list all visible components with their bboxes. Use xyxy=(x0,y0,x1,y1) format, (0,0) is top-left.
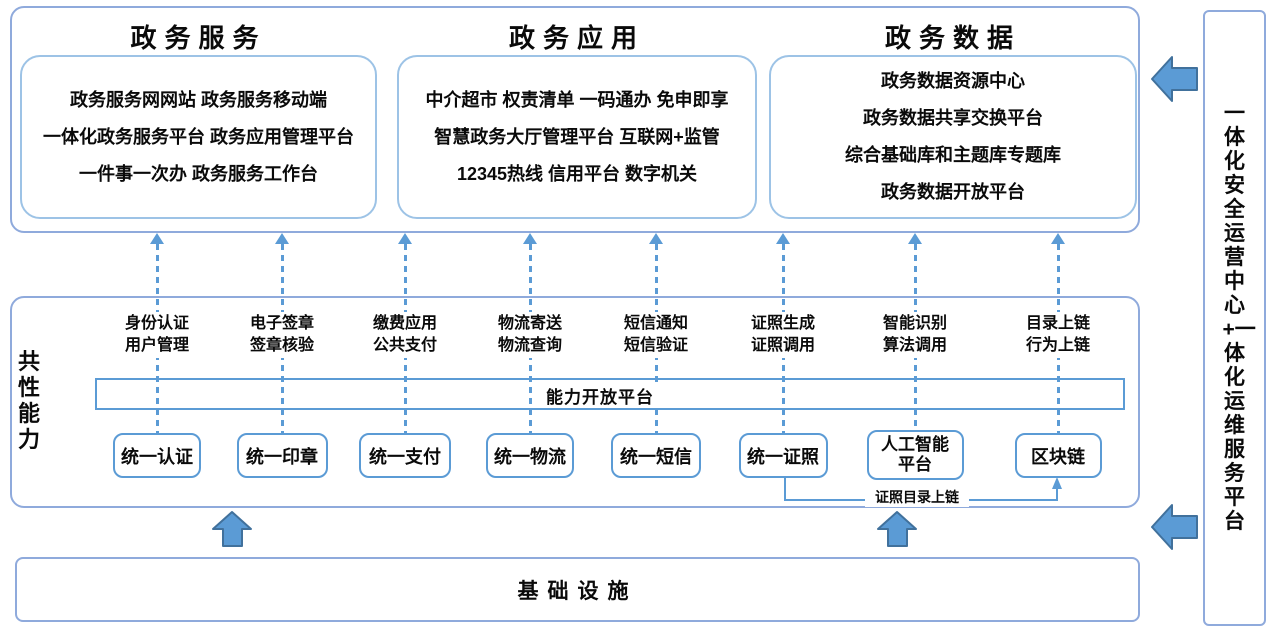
capability-label-line1: 目录上链 xyxy=(1025,315,1090,332)
section-line: 政务数据资源中心 xyxy=(881,71,1025,91)
capability-platform-label: 能力开放平台 xyxy=(542,383,658,408)
section-line: 政务数据共享交换平台 xyxy=(863,108,1043,128)
dashed-up-arrowhead-icon xyxy=(398,233,412,244)
capability-label: 证照生成证照调用 xyxy=(717,312,849,358)
up-arrow-icon xyxy=(877,511,917,547)
dashed-up-arrowhead-icon xyxy=(649,233,663,244)
capability-box: 统一短信 xyxy=(611,433,701,478)
section-services: 政务服务 政务服务网网站 政务服务移动端一体化政务服务平台 政务应用管理平台一件… xyxy=(20,8,377,231)
dashed-up-arrowhead-icon xyxy=(150,233,164,244)
capability-box: 区块链 xyxy=(1014,433,1102,478)
capability-box: 统一印章 xyxy=(236,433,328,478)
capability-label-line1: 智能识别 xyxy=(882,315,947,332)
data-box: 政务数据资源中心政务数据共享交换平台综合基础库和主题库专题库政务数据开放平台 xyxy=(769,55,1137,219)
capability-label: 目录上链行为上链 xyxy=(992,312,1124,358)
capabilities-side-label: 共性能力 xyxy=(17,349,40,452)
section-line: 中介超市 权责清单 一码通办 免申即享 xyxy=(425,89,729,110)
right-side-panel: 一体化安全运营中心+一体化运维服务平台 xyxy=(1203,10,1266,626)
section-line: 智慧政务大厅管理平台 互联网+监管 xyxy=(434,126,720,147)
capability-label: 电子签章签章核验 xyxy=(216,312,348,358)
capability-label: 身份认证用户管理 xyxy=(91,312,223,358)
capability-box: 统一支付 xyxy=(359,433,451,478)
capability-label-line1: 证照生成 xyxy=(750,315,815,332)
capability-label: 物流寄送物流查询 xyxy=(464,312,596,358)
capability-label-line1: 电子签章 xyxy=(249,315,314,332)
infrastructure-box: 基础设施 xyxy=(15,557,1140,622)
capability-label-line2: 行为上链 xyxy=(1025,337,1090,354)
capability-label: 短信通知短信验证 xyxy=(590,312,722,358)
applications-box: 中介超市 权责清单 一码通办 免申即享智慧政务大厅管理平台 互联网+监管 1234… xyxy=(397,55,757,219)
capability-label-line1: 短信通知 xyxy=(623,315,688,332)
capability-label: 缴费应用公共支付 xyxy=(339,312,471,358)
capability-box: 人工智能平台 xyxy=(866,430,964,480)
services-box: 政务服务网网站 政务服务移动端一体化政务服务平台 政务应用管理平台一件事一次办 … xyxy=(20,55,377,219)
section-line: 一件事一次办 政务服务工作台 xyxy=(79,163,318,184)
capability-box: 统一物流 xyxy=(486,433,574,478)
connector-label: 证照目录上链 xyxy=(865,487,969,507)
capability-label-line2: 短信验证 xyxy=(623,337,688,354)
section-line: 政务数据开放平台 xyxy=(881,182,1025,202)
capability-label-line2: 证照调用 xyxy=(750,337,815,354)
right-panel-label: 一体化安全运营中心+一体化运维服务平台 xyxy=(1222,102,1256,533)
left-arrow-icon xyxy=(1151,504,1198,550)
left-arrow-icon xyxy=(1151,56,1198,102)
dashed-up-arrowhead-icon xyxy=(908,233,922,244)
capability-label-line2: 签章核验 xyxy=(249,337,314,354)
section-title-data: 政务数据 xyxy=(884,23,1021,53)
capability-label-line1: 缴费应用 xyxy=(372,315,437,332)
section-title-applications: 政务应用 xyxy=(508,23,645,53)
top-container: 政务服务 政务服务网网站 政务服务移动端一体化政务服务平台 政务应用管理平台一件… xyxy=(10,6,1140,233)
capability-label-line2: 公共支付 xyxy=(372,337,437,354)
capability-label-line2: 算法调用 xyxy=(882,337,947,354)
section-line: 综合基础库和主题库专题库 xyxy=(845,145,1061,165)
dashed-up-arrowhead-icon xyxy=(523,233,537,244)
infrastructure-label: 基础设施 xyxy=(517,579,638,603)
capability-label: 智能识别算法调用 xyxy=(849,312,981,358)
section-line: 政务服务网网站 政务服务移动端 xyxy=(70,89,327,110)
capability-box: 统一认证 xyxy=(113,433,201,478)
section-line: 一体化政务服务平台 政务应用管理平台 xyxy=(43,126,354,147)
up-arrow-icon xyxy=(212,511,252,547)
capability-label-line1: 身份认证 xyxy=(124,315,189,332)
capability-label-line1: 物流寄送 xyxy=(497,315,562,332)
dashed-up-arrowhead-icon xyxy=(1051,233,1065,244)
capability-label-line2: 物流查询 xyxy=(497,337,562,354)
section-line: 12345热线 信用平台 数字机关 xyxy=(456,163,698,184)
capability-label-line2: 用户管理 xyxy=(124,337,189,354)
section-applications: 政务应用 中介超市 权责清单 一码通办 免申即享智慧政务大厅管理平台 互联网+监… xyxy=(397,8,757,231)
dashed-up-arrowhead-icon xyxy=(776,233,790,244)
capability-box: 统一证照 xyxy=(738,433,828,478)
section-title-services: 政务服务 xyxy=(130,23,267,53)
section-data: 政务数据 政务数据资源中心政务数据共享交换平台综合基础库和主题库专题库政务数据开… xyxy=(769,8,1137,231)
dashed-up-arrowhead-icon xyxy=(275,233,289,244)
